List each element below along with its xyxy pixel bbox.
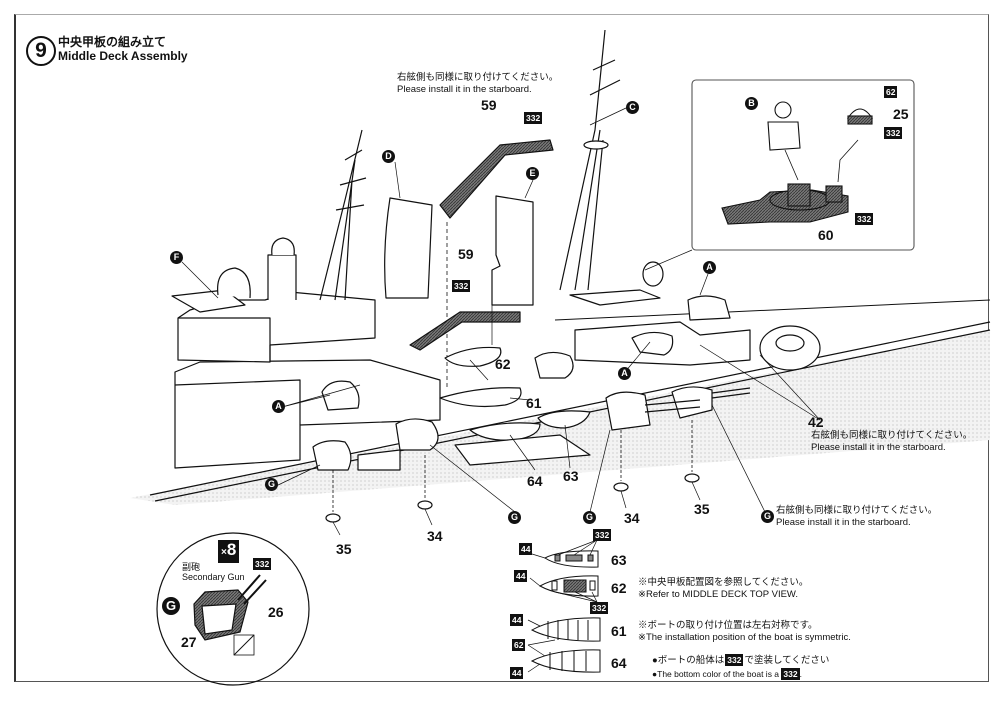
subassembly-g-label-1: G (265, 478, 278, 491)
subassembly-a-label-aft: A (272, 400, 285, 413)
paint-332-crane-mid: 332 (452, 280, 471, 292)
subassembly-c-label: C (626, 101, 639, 114)
subassembly-g-label-4: G (761, 510, 774, 523)
crane-59 (439, 139, 554, 219)
part-62-label: 62 (495, 356, 511, 372)
part-61-top-label: 61 (611, 623, 627, 639)
symmetric-note-jp: ※ボートの取り付け位置は左右対称です。 (638, 620, 818, 631)
part-63-label: 63 (563, 468, 579, 484)
starboard-note-42-en: Please install it in the starboard. (811, 442, 946, 453)
paint-62-searchlight: 62 (884, 86, 898, 98)
starboard-note-top-en: Please install it in the starboard. (397, 84, 532, 95)
paint-332-boat62: 332 (590, 602, 609, 614)
paint-332-searchlight: 332 (884, 127, 903, 139)
part-34-label-left: 34 (427, 528, 443, 544)
paint-62-boat: 62 (512, 639, 526, 651)
boat-color-note-en: ●The bottom color of the boat is a 332. (652, 668, 802, 680)
subassembly-g-label-2: G (508, 511, 521, 524)
starboard-note-top-jp: 右舷側も同様に取り付けてください。 (397, 72, 559, 83)
part-61-label: 61 (526, 395, 542, 411)
part-42-label: 42 (808, 414, 824, 430)
paint-332-crane: 332 (524, 112, 543, 124)
subassembly-d-label: D (382, 150, 395, 163)
part-62-top-label: 62 (611, 580, 627, 596)
part-60-label: 60 (818, 227, 834, 243)
crane-59-lower (409, 311, 521, 351)
step-title-en: Middle Deck Assembly (58, 49, 188, 63)
paint-332-base: 332 (855, 213, 874, 225)
secondary-gun-detail (156, 532, 310, 686)
part-35-label-left: 35 (336, 541, 352, 557)
step-number-badge: 9 (26, 36, 56, 66)
funnel-e (491, 195, 534, 306)
refer-note-en: ※Refer to MIDDLE DECK TOP VIEW. (638, 589, 799, 600)
paint-332-boat63: 332 (593, 529, 612, 541)
boat-64 (469, 422, 541, 441)
part-34-label-right: 34 (624, 510, 640, 526)
step-title-jp: 中央甲板の組み立て (58, 35, 167, 49)
boat-63 (537, 410, 591, 429)
turret-g-2 (395, 418, 439, 451)
turret-a-fwd1 (631, 331, 674, 356)
starboard-note-g-en: Please install it in the starboard. (776, 517, 911, 528)
turret-g-3 (605, 391, 651, 431)
boat-62 (444, 346, 502, 367)
paint-44-boat63: 44 (519, 543, 533, 555)
symmetric-note-en: ※The installation position of the boat i… (638, 632, 851, 643)
part-64-label: 64 (527, 473, 543, 489)
boat-61 (439, 387, 522, 408)
turret-a-mid (534, 351, 574, 379)
paint-44-boat62: 44 (514, 570, 528, 582)
boat-64-top (530, 649, 601, 673)
part-59-label-mid: 59 (458, 246, 474, 262)
paint-44-boat61: 44 (510, 614, 524, 626)
part-59-label-top: 59 (481, 97, 497, 113)
boat-top-views (527, 539, 601, 673)
paint-44-boat64: 44 (510, 667, 524, 679)
refer-note-jp: ※中央甲板配置図を参照してください。 (638, 577, 809, 588)
subassembly-g-label-detail: G (162, 597, 180, 615)
turret-a-aft (321, 380, 360, 411)
part-27-label: 27 (181, 634, 197, 650)
pin-35-right (684, 420, 700, 483)
starboard-note-42-jp: 右舷側も同様に取り付けてください。 (811, 430, 973, 441)
paint-332-inline-en: 332 (781, 668, 800, 680)
subassembly-e-label: E (526, 167, 539, 180)
paint-332-inline-jp: 332 (725, 654, 744, 666)
part-60-base (721, 189, 849, 225)
inset-detail (691, 79, 915, 251)
step-number: 9 (35, 39, 47, 62)
reel-42 (759, 325, 821, 371)
part-64-top-label: 64 (611, 655, 627, 671)
starboard-note-g-jp: 右舷側も同様に取り付けてください。 (776, 505, 938, 516)
part-25-label: 25 (893, 106, 909, 122)
turret-a-fwd2 (687, 295, 731, 321)
subassembly-b-label: B (745, 97, 758, 110)
funnel-d (384, 197, 433, 299)
turret-g-4 (671, 386, 713, 419)
quantity-badge: ×8 (218, 540, 240, 563)
paint-332-gun: 332 (253, 558, 272, 570)
part-26-label: 26 (268, 604, 284, 620)
part-63-top-label: 63 (611, 552, 627, 568)
subassembly-g-label-3: G (583, 511, 596, 524)
secondary-gun-label-jp: 副砲 (182, 562, 201, 572)
subassembly-a-label-fwd: A (703, 261, 716, 274)
turret-g-1 (312, 440, 352, 471)
boat-61-top (530, 617, 601, 642)
secondary-gun-label-en: Secondary Gun (182, 572, 245, 582)
subassembly-a-label-mid: A (618, 367, 631, 380)
subassembly-f-label: F (170, 251, 183, 264)
part-35-label-right: 35 (694, 501, 710, 517)
